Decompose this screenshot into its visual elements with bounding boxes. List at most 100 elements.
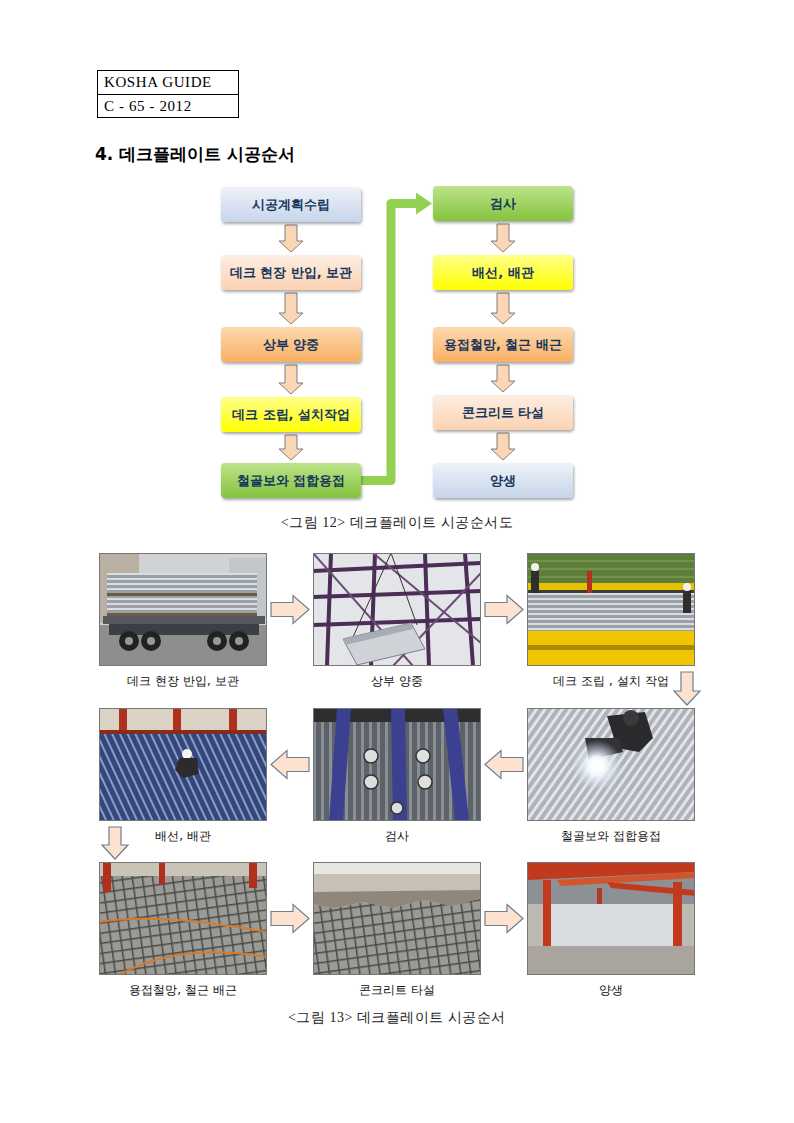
document-code-box: KOSHA GUIDEC - 65 - 2012 [97, 70, 239, 118]
document-code: KOSHA GUIDE [98, 71, 238, 95]
photo-part [147, 637, 155, 645]
photo-part [571, 740, 623, 792]
photo-part [103, 616, 265, 624]
photo-part [107, 596, 257, 613]
photo-part [213, 637, 221, 645]
photo-part [527, 553, 695, 583]
photo-part [107, 573, 257, 593]
document-code: C - 65 - 2012 [98, 95, 238, 118]
photo-part [391, 802, 403, 814]
process-label: 콘크리트 타설 [462, 404, 545, 422]
process-label: 상부 양중 [263, 336, 320, 354]
photo-part [343, 623, 425, 665]
block-arrow [271, 596, 309, 624]
flow-connector [279, 435, 303, 460]
down-arrow [279, 365, 303, 394]
flow-connector [485, 751, 523, 779]
process-box: 철골보와 접합용접 [221, 463, 361, 498]
concrete-photo [313, 862, 481, 975]
block-arrow [271, 751, 309, 779]
block-arrow [485, 596, 523, 624]
photo-part [364, 749, 378, 763]
photo-caption: 상부 양중 [314, 673, 480, 690]
photo-part [353, 553, 391, 637]
photo-frame: 데크 현장 반입, 보관 [99, 553, 267, 666]
flow-connector [491, 293, 515, 324]
photo-part [103, 862, 111, 892]
block-arrow [271, 905, 309, 933]
photo-part [527, 631, 695, 666]
down-arrow [279, 293, 303, 324]
block-arrow [485, 905, 523, 933]
process-label: 용접철망, 철근 배근 [444, 336, 562, 354]
photo-frame: 배선, 배관 [99, 708, 267, 821]
photo-part [99, 862, 267, 876]
photo-part [465, 553, 473, 666]
photo-part [207, 631, 227, 651]
photo-part [364, 775, 378, 789]
figure-caption: <그림 13> 데크플레이트 시공순서 [288, 1010, 506, 1025]
photo-part [125, 637, 133, 645]
photo-frame: 검사 [313, 708, 481, 821]
photo-part [235, 637, 243, 645]
flow-connector [491, 224, 515, 252]
process-box: 데크 현장 반입, 보관 [221, 255, 361, 290]
down-arrow [491, 293, 515, 324]
flow-connector [674, 672, 700, 705]
flow-connector [271, 596, 309, 624]
photo-part [527, 561, 695, 577]
down-arrow [491, 433, 515, 460]
photo-part [182, 749, 192, 759]
photo-part [591, 760, 603, 772]
photo-part [313, 890, 481, 908]
figure-caption-holder: <그림 12> 데크플레이트 시공순서도 [0, 512, 794, 532]
process-label: 배선, 배관 [472, 264, 533, 282]
down-arrow [279, 225, 303, 252]
photo-part [313, 553, 481, 666]
photo-part [683, 583, 691, 591]
photo-part [99, 919, 267, 975]
photo-part [313, 553, 481, 666]
lifting-photo [313, 553, 481, 666]
photo-caption: 용접철망, 철근 배근 [100, 982, 266, 999]
photo-part [99, 862, 267, 975]
photo-part [343, 623, 413, 645]
inspection-photo [313, 708, 481, 821]
photo-part [99, 553, 267, 666]
photo-caption: 데크 조립 , 설치 작업 [528, 673, 694, 690]
flow-connector [485, 905, 523, 933]
process-box: 용접철망, 철근 배근 [433, 327, 573, 362]
process-box: 데크 조립, 설치작업 [221, 397, 361, 432]
photo-frame: 용접철망, 철근 배근 [99, 862, 267, 975]
photo-part [364, 749, 432, 814]
photo-part [531, 571, 539, 593]
flow-connector [279, 225, 303, 252]
photo-caption: 배선, 배관 [100, 828, 266, 845]
block-arrow [102, 827, 128, 859]
photo-part [99, 730, 267, 734]
photo-part [527, 561, 695, 562]
photo-part [313, 862, 481, 975]
photo-part [313, 862, 481, 874]
photo-part [527, 946, 695, 975]
photo-part [527, 553, 695, 666]
process-label: 시공계획수립 [252, 196, 330, 214]
process-box: 양생 [433, 463, 573, 498]
flow-connector [485, 596, 523, 624]
block-arrow [674, 672, 700, 705]
photo-part [527, 862, 695, 904]
section-title: 4. 데크플레이트 시공순서 [95, 144, 295, 164]
welding-photo [527, 708, 695, 821]
flow-connector [271, 905, 309, 933]
photo-part [418, 775, 432, 789]
photo-part [391, 553, 417, 625]
photo-part [313, 591, 481, 597]
flow-connector [279, 365, 303, 394]
process-label: 검사 [490, 195, 516, 213]
photo-frame: 콘크리트 타설 [313, 862, 481, 975]
photo-frame: 양생 [527, 862, 695, 975]
wiring-photo [99, 708, 267, 821]
